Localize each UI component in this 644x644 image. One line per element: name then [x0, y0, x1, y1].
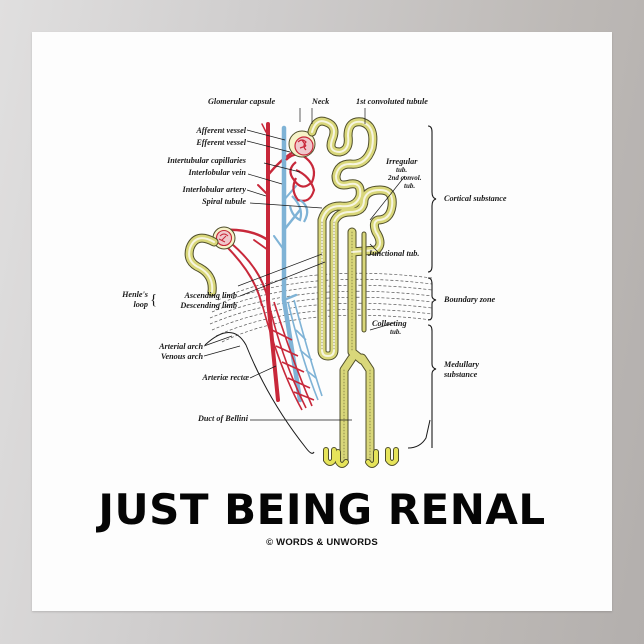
boundary-zone-hatching [209, 272, 433, 343]
intertubular-capillaries [285, 153, 316, 223]
label-first-convoluted-tubule: 1st convoluted tubule [356, 97, 428, 106]
juxtamedullary-vessels [225, 243, 269, 307]
zone-brackets [427, 125, 437, 448]
poster-credit: © WORDS & UNWORDS [266, 537, 378, 548]
glomerulus-lower [212, 226, 236, 250]
glomerulus-upper [288, 130, 316, 158]
lobule-outline [204, 332, 431, 454]
label-second-convol-2: tub. [404, 182, 415, 190]
label-intertubular-capillaries: Intertubular capillaries [166, 156, 246, 165]
label-venous-arch: Venous arch [161, 352, 204, 361]
labels-top: Neck 1st convoluted tubule [311, 97, 428, 106]
label-interlobular-artery: Interlobular artery [182, 185, 247, 194]
arteriae-rectae [261, 299, 323, 411]
label-glomerular-capsule: Glomerular capsule [208, 97, 275, 106]
poster-title: JUST BEING RENAL [98, 485, 546, 534]
label-descending-limb: Descending limb [179, 301, 237, 310]
label-cortical-substance: Cortical substance [444, 194, 507, 203]
label-henles-loop-1: Henle's [121, 290, 148, 299]
label-duct-of-bellini: Duct of Bellini [197, 414, 249, 423]
label-henles-loop-2: loop [133, 300, 148, 309]
label-ascending-limb: Ascending limb [183, 291, 237, 300]
label-medullary-1: Medullary [443, 360, 479, 369]
label-second-convol-1: 2nd convol. [387, 174, 422, 182]
henles-loop-brace: { [150, 292, 157, 308]
label-afferent-vessel: Afferent vessel [195, 126, 246, 135]
leader-lines [203, 108, 406, 421]
label-neck: Neck [311, 97, 330, 106]
label-spiral-tubule: Spiral tubule [202, 197, 246, 206]
labels-left: Glomerular capsule Afferent vessel Effer… [121, 97, 275, 423]
label-arteriae-rectae: Arteriæ rectæ [201, 373, 249, 382]
label-junctional-tub: Junctional tub. [367, 249, 419, 258]
label-irregular-tub-1: Irregular [385, 157, 418, 166]
label-collecting-tub-1: Collecting [372, 319, 407, 328]
interlobular-vein [273, 125, 303, 403]
labels-inner: Irregular tub. 2nd convol. tub. Junction… [367, 157, 422, 336]
label-boundary-zone: Boundary zone [443, 295, 496, 304]
label-irregular-tub-2: tub. [396, 166, 407, 174]
label-interlobular-vein: Interlobular vein [187, 168, 246, 177]
label-medullary-2: substance [443, 370, 478, 379]
label-collecting-tub-2: tub. [390, 328, 401, 336]
papillary-ducts [323, 447, 399, 468]
label-arterial-arch: Arterial arch [158, 342, 203, 351]
labels-zones: Cortical substance Boundary zone Medulla… [443, 194, 507, 379]
label-efferent-vessel: Efferent vessel [195, 138, 246, 147]
nephron-tubules [184, 116, 397, 467]
